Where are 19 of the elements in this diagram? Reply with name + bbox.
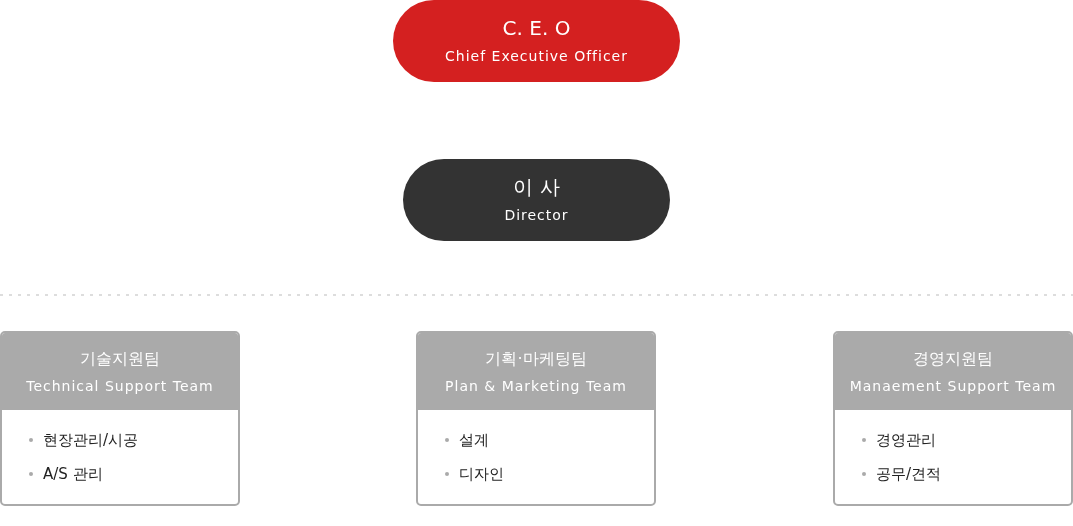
role-subtitle: Director xyxy=(504,206,569,225)
duty-item: 설계 xyxy=(459,430,489,450)
team-subtitle: Plan & Marketing Team xyxy=(445,376,627,396)
duty-item: 현장관리/시공 xyxy=(43,430,139,450)
team-name: 기술지원팀 xyxy=(80,347,160,370)
role-subtitle: Chief Executive Officer xyxy=(445,47,628,66)
duty-item: 공무/견적 xyxy=(876,464,942,484)
duty-item: 디자인 xyxy=(459,464,504,484)
role-title: C. E. O xyxy=(502,16,571,40)
duty-item: 경영관리 xyxy=(876,430,936,450)
team-card xyxy=(833,331,1073,506)
team-name: 기획·마케팅팀 xyxy=(485,347,587,370)
team-card xyxy=(0,331,240,506)
team-name: 경영지원팀 xyxy=(913,347,993,370)
duty-item: A/S 관리 xyxy=(43,464,103,484)
role-title: 이 사 xyxy=(513,175,560,199)
team-card xyxy=(416,331,656,506)
team-subtitle: Manaement Support Team xyxy=(849,376,1057,396)
team-subtitle: Technical Support Team xyxy=(26,376,214,396)
